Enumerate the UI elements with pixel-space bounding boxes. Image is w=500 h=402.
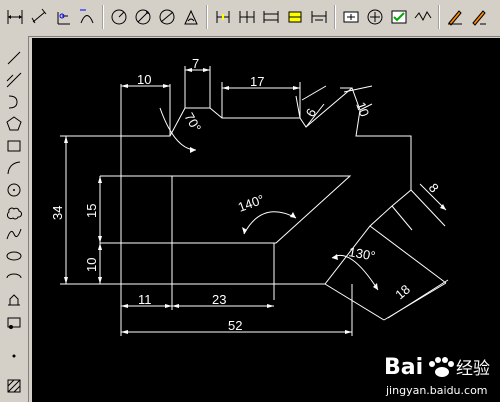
watermark-brand: Bai — [384, 355, 423, 380]
continue-dimension-icon[interactable] — [236, 6, 258, 28]
drawing-canvas[interactable]: 10 7 17 6 10 70° 34 15 10 140° 8 130° 18… — [32, 38, 500, 402]
linear-dimension-icon[interactable] — [4, 6, 26, 28]
radius-dimension-icon[interactable] — [108, 6, 130, 28]
dimension-space-icon[interactable] — [260, 6, 282, 28]
polyline-icon[interactable] — [3, 92, 25, 112]
cad-drawing: 10 7 17 6 10 70° 34 15 10 140° 8 130° 18… — [50, 56, 449, 336]
dimension-update-icon[interactable] — [468, 6, 490, 28]
make-block-icon[interactable] — [3, 312, 25, 332]
point-icon[interactable] — [3, 346, 25, 366]
inspection-icon[interactable] — [364, 6, 386, 28]
revision-cloud-icon[interactable] — [3, 202, 25, 222]
jogged-linear-icon[interactable] — [388, 6, 410, 28]
dim-text-10-left: 10 — [84, 258, 99, 272]
rectangle-icon[interactable] — [3, 136, 25, 156]
dimension-toolbar — [0, 0, 500, 37]
arrowheads — [64, 68, 446, 334]
part-outline — [60, 66, 447, 336]
dim-text-10-top: 10 — [137, 72, 151, 87]
watermark-url: jingyan.baidu.com — [385, 384, 488, 397]
dim-text-17: 17 — [250, 74, 264, 89]
baseline-dimension-icon[interactable] — [212, 6, 234, 28]
quick-dimension-icon[interactable] — [180, 6, 202, 28]
circle-icon[interactable] — [3, 180, 25, 200]
dim-text-23: 23 — [212, 292, 226, 307]
ellipse-arc-icon[interactable] — [3, 268, 25, 288]
dim-text-52: 52 — [228, 318, 242, 333]
diameter-dimension-icon[interactable] — [132, 6, 154, 28]
dim-text-130deg: 130° — [347, 244, 376, 263]
dim-text-70deg: 70° — [181, 110, 204, 135]
ellipse-icon[interactable] — [3, 246, 25, 266]
baidu-watermark: Bai 经验 jingyan.baidu.com — [384, 355, 490, 397]
ordinate-dimension-icon[interactable] — [52, 6, 74, 28]
polygon-icon[interactable] — [3, 114, 25, 134]
dim-text-140deg: 140° — [236, 192, 266, 215]
line-icon[interactable] — [3, 48, 25, 68]
hatch-icon[interactable] — [3, 376, 25, 396]
dim-text-8: 8 — [426, 180, 442, 195]
draw-toolbar — [0, 36, 29, 402]
dimension-edit-icon[interactable] — [412, 6, 434, 28]
insert-block-icon[interactable] — [3, 290, 25, 310]
angular-dimension-icon[interactable] — [156, 6, 178, 28]
dimension-lines — [65, 69, 449, 333]
dim-text-15: 15 — [84, 204, 99, 218]
dim-text-6: 6 — [303, 106, 320, 120]
dim-text-11: 11 — [138, 292, 152, 307]
construction-line-icon[interactable] — [3, 70, 25, 90]
dim-text-10-right: 10 — [353, 100, 372, 119]
tolerance-icon[interactable] — [308, 6, 330, 28]
arc-icon[interactable] — [3, 158, 25, 178]
spline-icon[interactable] — [3, 224, 25, 244]
dim-text-18: 18 — [392, 282, 413, 303]
dim-text-7: 7 — [192, 56, 199, 71]
aligned-dimension-icon[interactable] — [28, 6, 50, 28]
center-mark-icon[interactable] — [340, 6, 362, 28]
dimension-text-edit-icon[interactable] — [444, 6, 466, 28]
arc-dimension-icon[interactable] — [76, 6, 98, 28]
dimension-break-icon[interactable] — [284, 6, 306, 28]
watermark-brand-cn: 经验 — [456, 359, 490, 379]
dim-text-34: 34 — [50, 206, 65, 220]
paw-icon — [429, 357, 454, 377]
